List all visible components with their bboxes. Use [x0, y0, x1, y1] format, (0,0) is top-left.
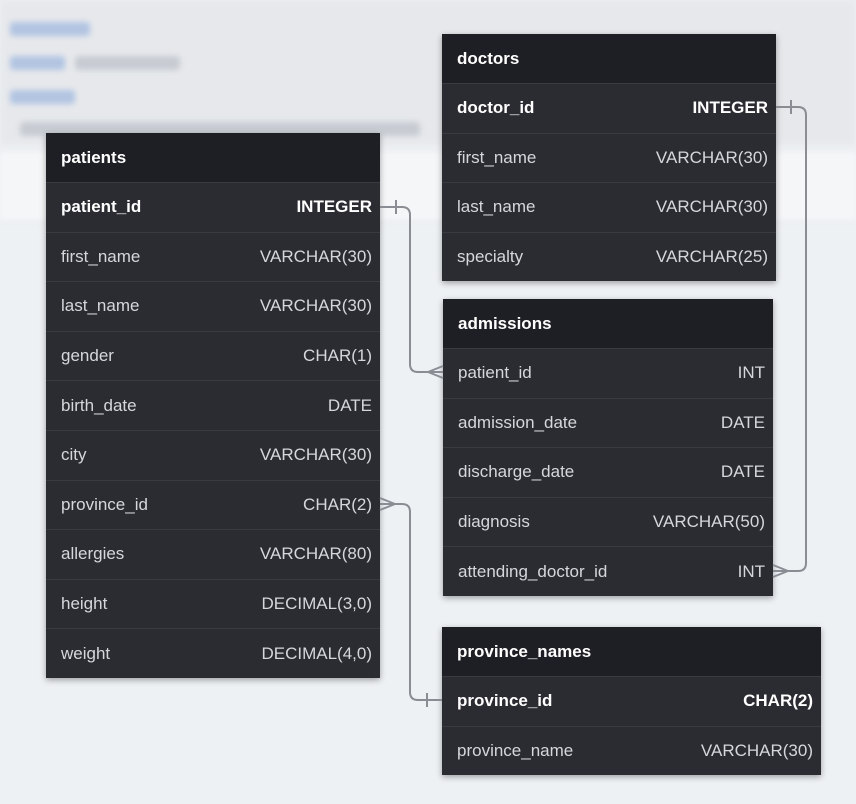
column-name: patient_id — [458, 363, 532, 383]
column-row-specialty[interactable]: specialty VARCHAR(25) — [442, 231, 776, 282]
column-type: INT — [737, 561, 765, 581]
column-name: gender — [61, 346, 114, 366]
column-row-birth-date[interactable]: birth_date DATE — [46, 380, 380, 430]
column-name: weight — [61, 643, 111, 663]
table-title: admissions — [458, 313, 552, 333]
column-type: VARCHAR(30) — [700, 740, 813, 760]
column-row-first-name[interactable]: first_name VARCHAR(30) — [442, 132, 776, 183]
background-keyword — [10, 56, 65, 70]
column-type: VARCHAR(25) — [655, 247, 768, 267]
column-type: VARCHAR(80) — [259, 544, 372, 564]
column-name: last_name — [457, 197, 536, 217]
column-type: VARCHAR(30) — [259, 296, 372, 316]
column-row-last-name[interactable]: last_name VARCHAR(30) — [46, 281, 380, 331]
column-row-province-id[interactable]: province_id CHAR(2) — [46, 479, 380, 530]
table-title: province_names — [457, 641, 592, 661]
column-name: height — [61, 594, 108, 614]
column-row-patient-id[interactable]: patient_id INT — [443, 348, 773, 398]
column-name: province_name — [457, 740, 574, 760]
column-type: INTEGER — [296, 197, 372, 217]
column-row-discharge-date[interactable]: discharge_date DATE — [443, 447, 773, 497]
column-type: DATE — [327, 395, 372, 415]
background-keyword — [10, 90, 75, 104]
column-type: VARCHAR(30) — [259, 445, 372, 465]
column-name: first_name — [61, 246, 141, 266]
column-name: last_name — [61, 296, 140, 316]
column-name: birth_date — [61, 395, 137, 415]
column-type: VARCHAR(50) — [652, 512, 765, 532]
background-keyword — [10, 22, 90, 36]
column-name: first_name — [457, 147, 537, 167]
column-name: admission_date — [458, 412, 578, 432]
column-name: discharge_date — [458, 462, 575, 482]
column-row-allergies[interactable]: allergies VARCHAR(80) — [46, 529, 380, 579]
column-row-attending-doctor-id[interactable]: attending_doctor_id INT — [443, 546, 773, 596]
column-row-gender[interactable]: gender CHAR(1) — [46, 330, 380, 381]
column-row-province-name[interactable]: province_name VARCHAR(30) — [442, 725, 821, 776]
table-title: doctors — [457, 48, 520, 68]
column-name: specialty — [457, 247, 524, 267]
column-name: patient_id — [61, 197, 142, 217]
background-text — [75, 56, 180, 70]
column-row-doctor-id[interactable]: doctor_id INTEGER — [442, 83, 776, 133]
column-name: allergies — [61, 544, 125, 564]
column-type: VARCHAR(30) — [655, 197, 768, 217]
column-type: VARCHAR(30) — [655, 147, 768, 167]
table-header: doctors — [442, 34, 776, 83]
column-name: province_id — [457, 691, 553, 711]
column-name: diagnosis — [458, 512, 530, 532]
table-header: province_names — [442, 627, 821, 676]
column-name: attending_doctor_id — [458, 561, 608, 581]
column-name: doctor_id — [457, 98, 535, 118]
table-title: patients — [61, 147, 127, 167]
table-header: patients — [46, 133, 380, 182]
column-row-weight[interactable]: weight DECIMAL(4,0) — [46, 628, 380, 678]
column-row-patient-id[interactable]: patient_id INTEGER — [46, 182, 380, 232]
column-type: CHAR(2) — [303, 494, 372, 514]
background-text — [20, 122, 420, 136]
column-row-height[interactable]: height DECIMAL(3,0) — [46, 578, 380, 629]
column-type: DATE — [720, 462, 765, 482]
column-type: DECIMAL(4,0) — [261, 643, 372, 663]
column-name: city — [61, 445, 87, 465]
column-row-admission-date[interactable]: admission_date DATE — [443, 397, 773, 448]
column-row-province-id[interactable]: province_id CHAR(2) — [442, 676, 821, 726]
column-row-last-name[interactable]: last_name VARCHAR(30) — [442, 182, 776, 232]
column-name: province_id — [61, 494, 148, 514]
column-type: INTEGER — [692, 98, 768, 118]
column-type: DATE — [720, 412, 765, 432]
column-type: INT — [737, 363, 765, 383]
column-row-city[interactable]: city VARCHAR(30) — [46, 429, 380, 480]
column-type: VARCHAR(30) — [259, 246, 372, 266]
table-header: admissions — [443, 299, 773, 348]
column-type: CHAR(2) — [743, 691, 813, 711]
column-type: DECIMAL(3,0) — [261, 594, 372, 614]
column-row-diagnosis[interactable]: diagnosis VARCHAR(50) — [443, 496, 773, 547]
column-row-first-name[interactable]: first_name VARCHAR(30) — [46, 231, 380, 282]
column-type: CHAR(1) — [303, 346, 372, 366]
